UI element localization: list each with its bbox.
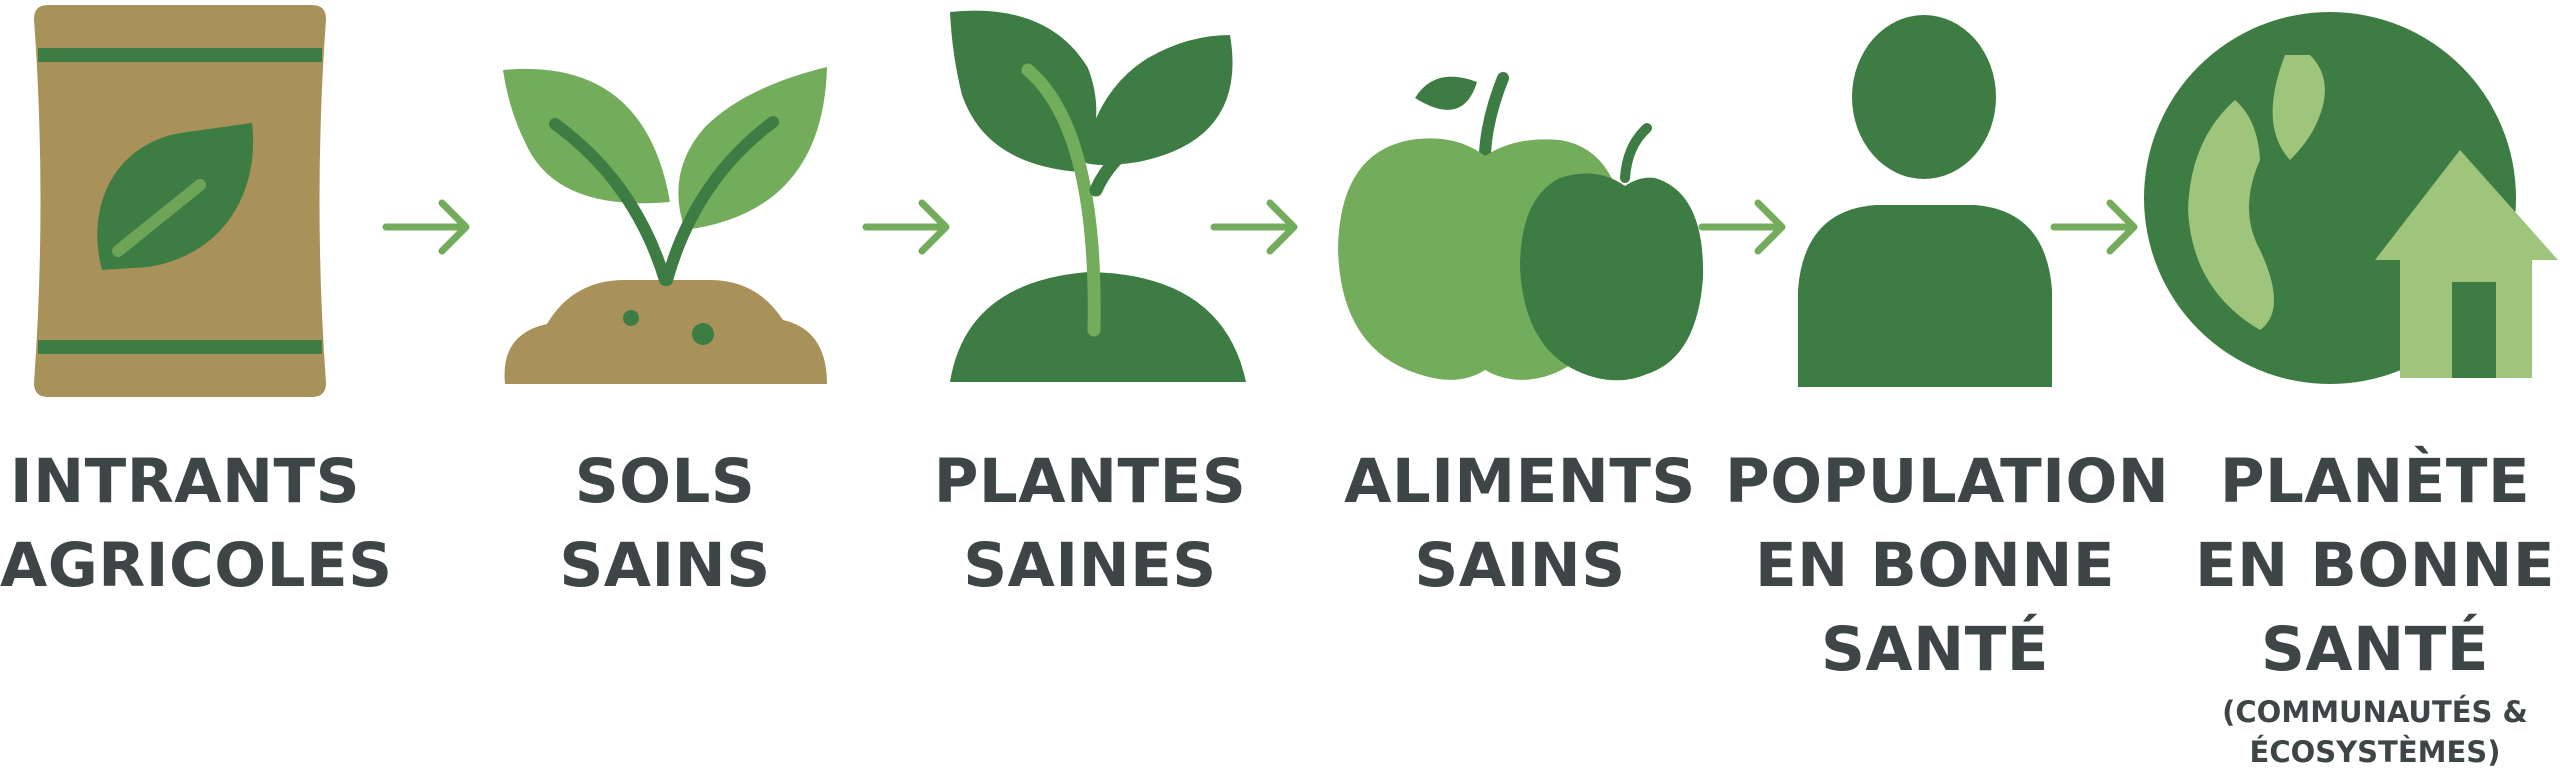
step-label-aliments: ALIMENTS SAINS xyxy=(1344,446,1696,601)
step-label-intrants: INTRANTS AGRICOLES xyxy=(0,446,393,601)
step-sublabel-planete: (COMMUNAUTÉS & ÉCOSYSTÈMES) xyxy=(2222,695,2528,769)
step-label-planete: PLANÈTE EN BONNE SANTÉ xyxy=(2194,446,2556,685)
globe-house-icon xyxy=(2144,12,2558,384)
arrow-right-icon xyxy=(1210,199,1298,255)
fertilizer-bag-icon xyxy=(34,5,326,397)
sprout-in-soil-icon xyxy=(503,67,827,384)
step-label-plantes: PLANTES SAINES xyxy=(933,446,1247,601)
arrow-right-icon xyxy=(862,199,950,255)
person-icon xyxy=(1798,15,2052,387)
step-label-population: POPULATION EN BONNE SANTÉ xyxy=(1725,446,2170,685)
arrow-right-icon xyxy=(1698,199,1786,255)
arrow-right-icon xyxy=(382,199,470,255)
apples-icon xyxy=(1338,72,1704,381)
plant-seedling-icon xyxy=(950,10,1246,382)
step-label-sols: SOLS SAINS xyxy=(559,446,771,601)
arrow-right-icon xyxy=(2050,199,2138,255)
